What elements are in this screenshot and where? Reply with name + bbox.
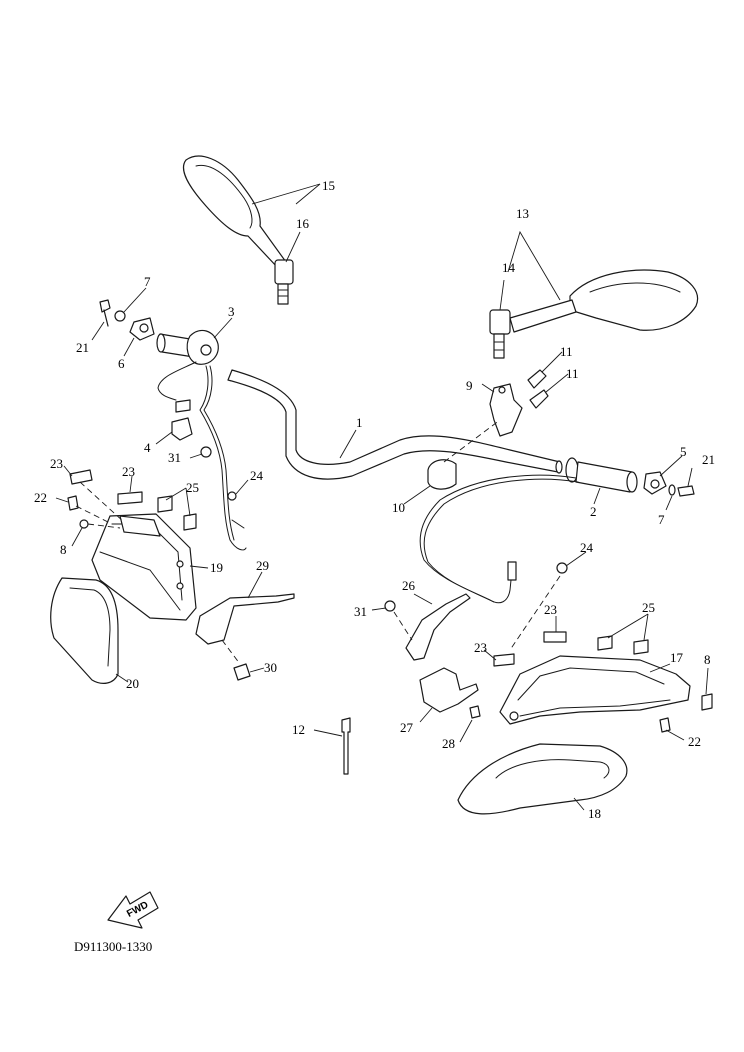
callout-19: 19: [210, 560, 223, 575]
callout-3: 3: [228, 304, 235, 319]
handlebar-clamps: [403, 351, 569, 505]
callout-17: 17: [670, 650, 684, 665]
callout-23c: 23: [544, 602, 557, 617]
callout-8b: 8: [704, 652, 711, 667]
callout-21a: 21: [76, 340, 89, 355]
callout-8a: 8: [60, 542, 67, 557]
callout-20: 20: [126, 676, 139, 691]
callout-30: 30: [264, 660, 277, 675]
callout-25a: 25: [186, 480, 199, 495]
callout-11a: 11: [560, 344, 573, 359]
left-handguard-assembly: [50, 446, 295, 684]
callout-9: 9: [466, 378, 473, 393]
right-bolt-parts: [665, 467, 695, 511]
callout-24a: 24: [250, 468, 264, 483]
callout-4: 4: [144, 440, 151, 455]
callout-26: 26: [402, 578, 416, 593]
callout-23d: 23: [474, 640, 487, 655]
fwd-arrow: FWD: [107, 891, 159, 929]
throttle-cable: [419, 474, 579, 604]
callout-15: 15: [322, 178, 335, 193]
callout-12: 12: [292, 722, 305, 737]
callout-31b: 31: [354, 604, 367, 619]
cable-guide: [155, 399, 193, 445]
callout-7a: 7: [144, 274, 151, 289]
right-handguard-assembly: [371, 551, 713, 815]
right-grip: [565, 457, 638, 505]
callout-25b: 25: [642, 600, 655, 615]
right-mirror: [489, 230, 699, 359]
callout-16: 16: [296, 216, 310, 231]
callout-23a: 23: [50, 456, 63, 471]
callout-5: 5: [680, 444, 687, 459]
callout-18: 18: [588, 806, 601, 821]
left-holder-parts: [91, 287, 155, 357]
callout-31a: 31: [168, 450, 181, 465]
handlebar: [227, 369, 563, 480]
bar-end-weight: [643, 455, 683, 495]
callout-14: 14: [502, 260, 516, 275]
callout-7b: 7: [658, 512, 665, 527]
callout-29: 29: [256, 558, 269, 573]
cable-tie: [313, 717, 351, 775]
drawing-code: D911300-1330: [74, 939, 152, 954]
callout-10: 10: [392, 500, 405, 515]
callout-28: 28: [442, 736, 455, 751]
callout-23b: 23: [122, 464, 135, 479]
callout-22a: 22: [34, 490, 47, 505]
left-switch-assembly: [156, 317, 247, 551]
callout-21b: 21: [702, 452, 715, 467]
callout-labels: 1 2 3 4 5 6 7 7 8 8 9 10 11 11 12 13 14 …: [34, 178, 715, 821]
callout-1: 1: [356, 415, 363, 430]
left-mirror: [182, 155, 321, 305]
callout-27: 27: [400, 720, 414, 735]
callout-22b: 22: [688, 734, 701, 749]
callout-11b: 11: [566, 366, 579, 381]
callout-6: 6: [118, 356, 125, 371]
callout-24b: 24: [580, 540, 594, 555]
callout-2: 2: [590, 504, 597, 519]
callout-13: 13: [516, 206, 529, 221]
